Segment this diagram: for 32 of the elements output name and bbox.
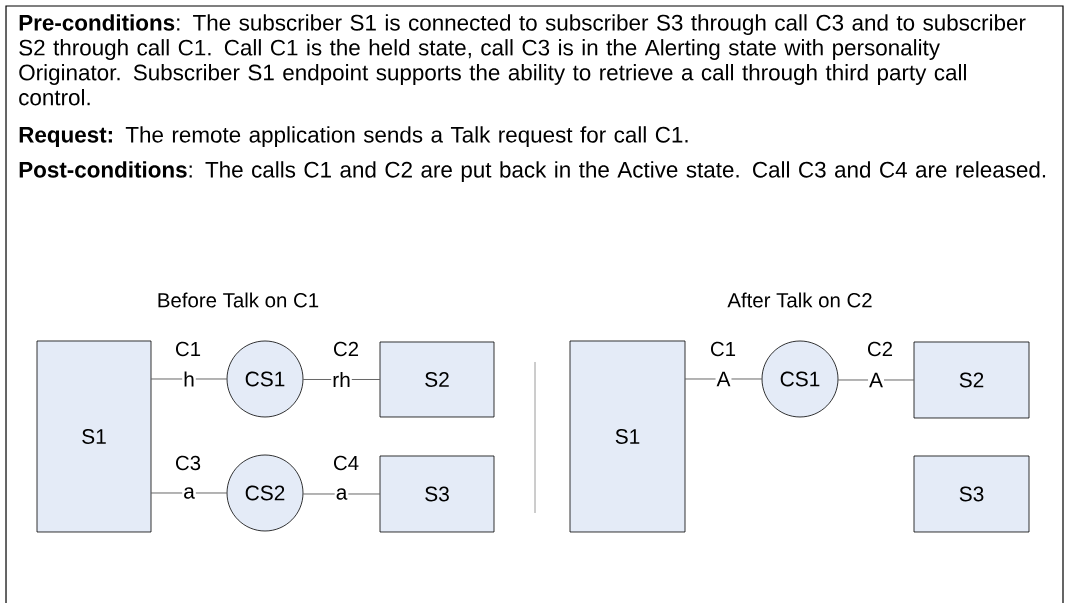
call-label: C4 bbox=[334, 455, 359, 471]
paragraph: Post-conditions: The calls C1 and C2 are put back in the Active state. Call C3 and C4 are released. bbox=[19, 161, 1046, 183]
subscriber-box: S1 bbox=[569, 340, 686, 533]
paragraph: Pre-conditions: The subscriber S1 is connected to subscriber S3 through call C3 and to subscriber S2 through call C1. Call C1 is the held state, call C3 is in the Alerting state with personality Originator. Subscriber S1 endpoint supports the ability to retrieve a call through third party call control. bbox=[19, 14, 1026, 106]
subscriber-box: S1 bbox=[36, 340, 152, 533]
call-label: C3 bbox=[176, 455, 201, 471]
connector-line bbox=[303, 493, 380, 495]
circle-node: CS1 bbox=[226, 340, 304, 418]
subscriber-box: S2 bbox=[379, 341, 495, 418]
connector-line bbox=[303, 379, 380, 380]
call-label: C2 bbox=[868, 341, 892, 357]
panel-label: After Talk on C2 bbox=[727, 292, 872, 308]
edge-label: h bbox=[182, 370, 196, 388]
edge-label: rh bbox=[331, 370, 352, 389]
call-label: C1 bbox=[711, 341, 736, 357]
connector-line bbox=[838, 379, 914, 381]
edge-label: A bbox=[868, 371, 884, 389]
call-label: C2 bbox=[334, 341, 359, 357]
edge-label: a bbox=[334, 487, 349, 501]
subscriber-box: S3 bbox=[913, 455, 1030, 533]
call-label: C1 bbox=[176, 341, 201, 357]
edge-label: a bbox=[182, 486, 196, 500]
circle-node: CS2 bbox=[226, 454, 304, 532]
panel-label: Before Talk on C1 bbox=[158, 292, 319, 308]
connector-line bbox=[685, 378, 762, 380]
connector-line bbox=[151, 378, 227, 380]
subscriber-box: S3 bbox=[379, 455, 495, 533]
circle-node: CS1 bbox=[761, 340, 839, 418]
paragraph: Request: The remote application sends a Talk request for call C1. bbox=[19, 126, 688, 148]
connector-line bbox=[151, 492, 227, 494]
edge-label: A bbox=[715, 370, 732, 388]
subscriber-box: S2 bbox=[913, 341, 1030, 419]
